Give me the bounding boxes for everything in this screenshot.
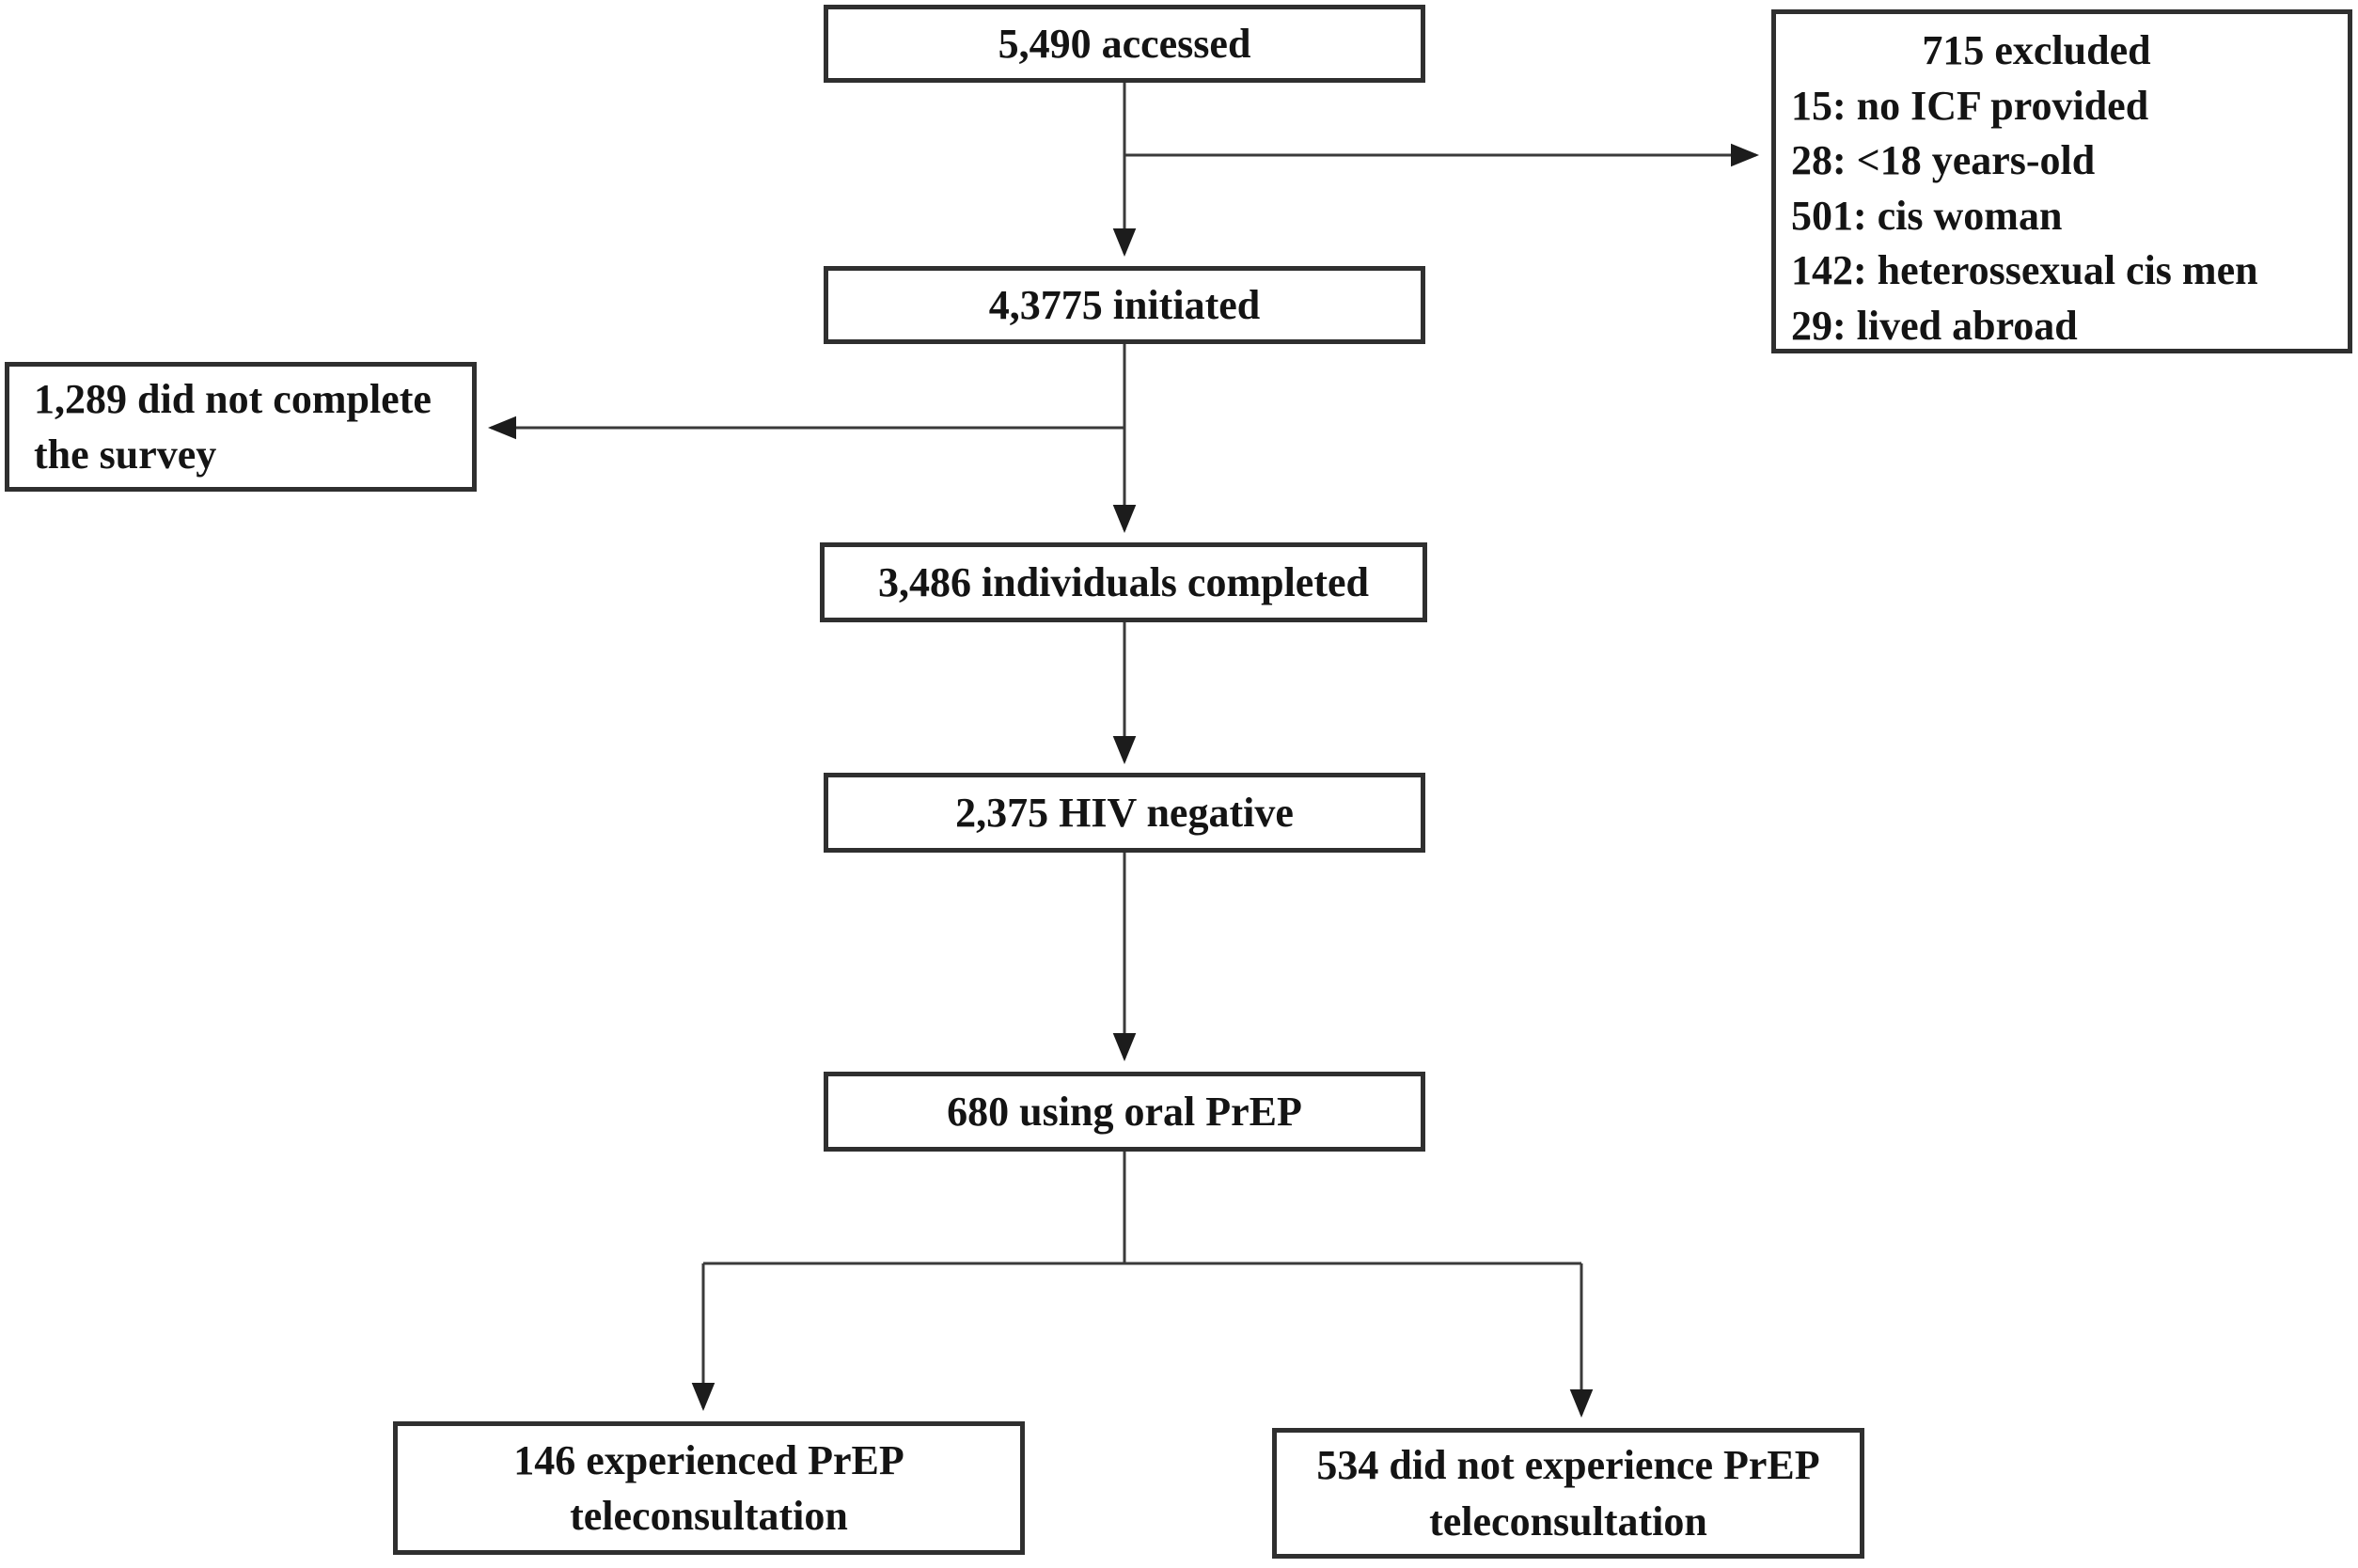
excluded-item: 28: <18 years-old <box>1791 137 2096 184</box>
node-teleconsultation-experienced: 146 experienced PrEP teleconsultation <box>393 1421 1025 1555</box>
excluded-item: 142: heterossexual cis men <box>1791 247 2258 294</box>
node-initiated-label: 4,3775 initiated <box>988 281 1261 328</box>
excluded-item: 15: no ICF provided <box>1791 82 2149 129</box>
node-teleconsultation-not-experienced-label: 534 did not experience PrEP teleconsulta… <box>1316 1442 1820 1544</box>
excluded-item: 29: lived abroad <box>1791 302 2078 349</box>
node-hiv-negative-label: 2,375 HIV negative <box>955 789 1294 836</box>
node-oral-prep-label: 680 using oral PrEP <box>947 1088 1302 1135</box>
node-initiated: 4,3775 initiated <box>824 266 1425 344</box>
excluded-item: 501: cis woman <box>1791 192 2063 239</box>
node-teleconsultation-not-experienced: 534 did not experience PrEP teleconsulta… <box>1272 1428 1864 1559</box>
node-excluded: 715 excluded 15: no ICF provided 28: <18… <box>1771 9 2352 353</box>
node-completed: 3,486 individuals completed <box>820 542 1427 622</box>
node-completed-label: 3,486 individuals completed <box>878 558 1369 605</box>
node-teleconsultation-experienced-label: 146 experienced PrEP teleconsultation <box>513 1436 904 1539</box>
node-accessed-label: 5,490 accessed <box>998 20 1251 67</box>
node-hiv-negative: 2,375 HIV negative <box>824 773 1425 853</box>
node-excluded-title: 715 excluded <box>1922 27 2151 73</box>
node-accessed: 5,490 accessed <box>824 5 1425 83</box>
node-oral-prep: 680 using oral PrEP <box>824 1072 1425 1152</box>
node-not-completed-label: 1,289 did not complete the survey <box>34 375 432 478</box>
node-not-completed: 1,289 did not complete the survey <box>5 362 477 492</box>
